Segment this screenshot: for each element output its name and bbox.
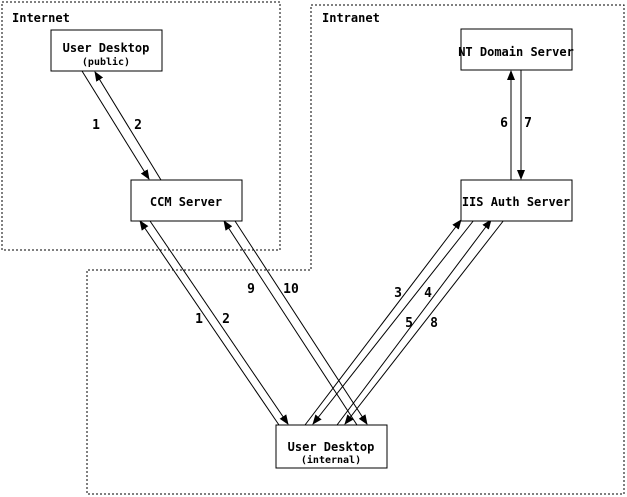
node-iis-auth-server: IIS Auth Server — [460, 179, 573, 222]
message-label-1-public: 1 — [92, 118, 100, 133]
nt-domain-server-label: NT Domain Server — [458, 45, 574, 59]
message-label-10: 10 — [283, 282, 299, 297]
message-label-2-internal: 2 — [222, 312, 230, 327]
intranet-zone-border — [86, 4, 625, 495]
arrow-1-internal-desktop-to-ccm — [139, 220, 280, 426]
arrow-5-internal-desktop-to-iis — [336, 219, 492, 426]
message-label-8: 8 — [430, 316, 438, 331]
arrow-3-internal-desktop-to-iis — [304, 219, 462, 426]
iis-auth-server-label: IIS Auth Server — [462, 195, 570, 209]
user-desktop-internal-box — [275, 424, 388, 469]
arrow-10-ccm-to-internal-desktop — [234, 220, 368, 425]
user-desktop-internal-sublabel: (internal) — [301, 454, 361, 466]
intranet-zone-label: Intranet — [322, 11, 380, 25]
ccm-server-box — [130, 179, 243, 222]
node-user-desktop-public: User Desktop (public) — [50, 29, 163, 72]
arrow-2-ccm-to-public-desktop — [94, 71, 162, 181]
user-desktop-internal-label: User Desktop — [288, 440, 375, 454]
ccm-server-label: CCM Server — [150, 195, 222, 209]
node-nt-domain-server: NT Domain Server — [458, 28, 574, 71]
arrow-4-iis-to-internal-desktop — [312, 219, 475, 425]
iis-auth-server-box — [460, 179, 573, 222]
node-ccm-server: CCM Server — [130, 179, 243, 222]
arrow-1-public-desktop-to-ccm — [81, 70, 150, 180]
node-user-desktop-internal: User Desktop (internal) — [275, 424, 388, 469]
message-label-6: 6 — [500, 116, 508, 131]
message-label-1-internal: 1 — [195, 312, 203, 327]
message-label-7: 7 — [524, 116, 532, 131]
message-label-9: 9 — [247, 282, 255, 297]
arrow-8-iis-to-internal-desktop — [344, 219, 505, 425]
arrow-2-ccm-to-internal-desktop — [149, 220, 289, 425]
nt-domain-server-box — [460, 28, 573, 71]
internet-zone-border — [1, 1, 281, 251]
message-label-2-public: 2 — [134, 118, 142, 133]
user-desktop-public-sublabel: (public) — [82, 56, 130, 68]
message-label-4: 4 — [424, 286, 432, 301]
message-label-5: 5 — [405, 316, 413, 331]
message-label-3: 3 — [394, 286, 402, 301]
user-desktop-public-label: User Desktop — [63, 41, 150, 55]
user-desktop-public-box — [50, 29, 163, 72]
internet-zone-label: Internet — [12, 11, 70, 25]
arrow-9-internal-desktop-to-ccm — [223, 220, 358, 426]
